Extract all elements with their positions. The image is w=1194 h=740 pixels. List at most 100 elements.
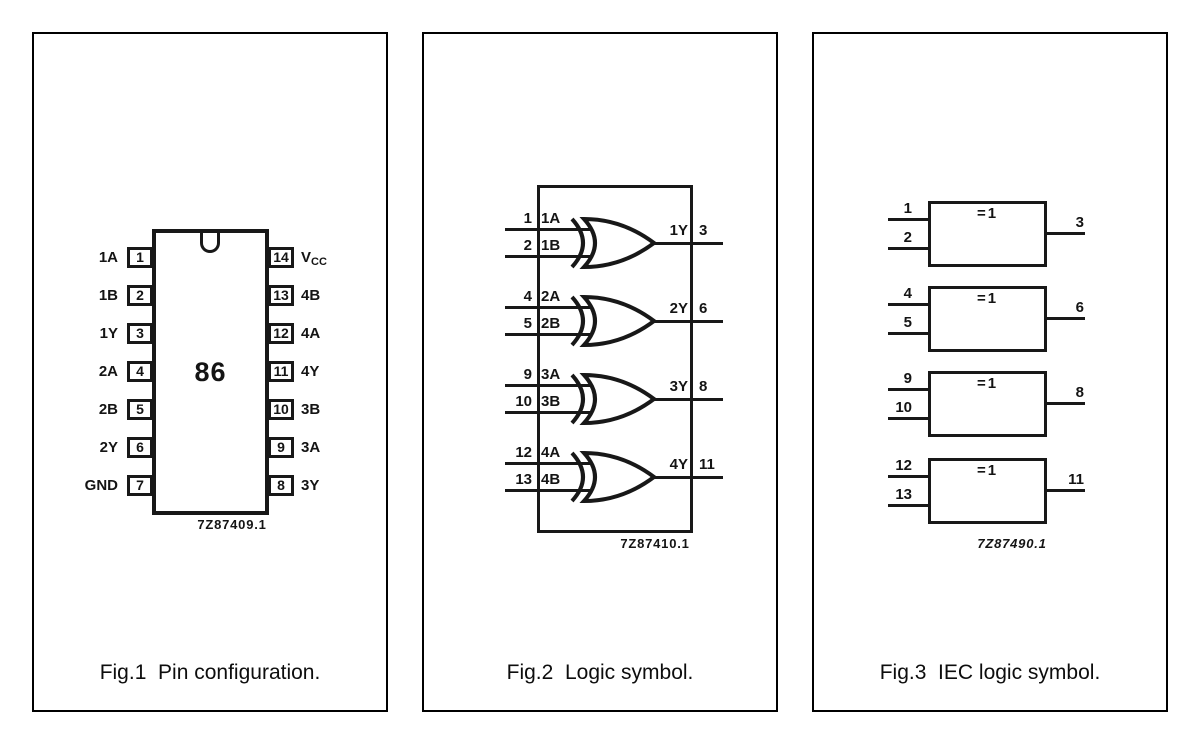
input-pin-number: 4 — [523, 288, 532, 305]
input-pin-number: 13 — [895, 486, 912, 503]
pin-box: 7 — [127, 475, 153, 496]
iec-block-label: =1 — [976, 205, 999, 222]
xor-gate-icon — [570, 295, 658, 347]
iec-block — [928, 201, 1047, 267]
pin-box: 13 — [268, 285, 294, 306]
input-pin-number: 9 — [903, 370, 912, 387]
input-signal-label: 1A — [541, 210, 561, 227]
pin-label: 1Y — [99, 325, 118, 342]
output-line — [652, 476, 723, 479]
input-line — [888, 475, 928, 478]
iec-block — [928, 286, 1047, 352]
pin-label: 1B — [98, 287, 118, 304]
output-signal-label: 2Y — [669, 300, 688, 317]
figure-caption: Fig.2 Logic symbol. — [506, 661, 694, 684]
pin-label: 1A — [98, 249, 118, 266]
output-pin-number: 8 — [1075, 384, 1084, 401]
input-line — [888, 332, 928, 335]
output-line — [652, 320, 723, 323]
input-line — [505, 255, 591, 258]
input-pin-number: 1 — [903, 200, 912, 217]
pin-box: 11 — [268, 361, 294, 382]
pin-box: 1 — [127, 247, 153, 268]
pin-box: 6 — [127, 437, 153, 458]
input-line — [505, 384, 591, 387]
input-pin-number: 5 — [523, 315, 532, 332]
iec-block-label: =1 — [976, 290, 999, 307]
drawing-code: 7Z87410.1 — [620, 536, 690, 551]
vcc-base: V — [301, 249, 312, 266]
input-line — [505, 489, 591, 492]
fig2-panel: 1 1A 2 1B 1Y 3 4 2A 5 2B 2Y 6 9 3A 10 3B — [422, 32, 778, 712]
dip-notch-icon — [200, 233, 220, 253]
input-signal-label: 3A — [541, 366, 561, 383]
input-pin-number: 13 — [515, 471, 532, 488]
pin-number: 1 — [136, 249, 144, 265]
input-pin-number: 4 — [903, 285, 912, 302]
iec-block-label: =1 — [976, 375, 999, 392]
logic-symbol-outline — [537, 185, 693, 533]
output-signal-label: 1Y — [669, 222, 688, 239]
input-signal-label: 4A — [541, 444, 561, 461]
pin-number: 14 — [273, 249, 289, 265]
pin-number: 4 — [136, 363, 144, 379]
figure-caption: Fig.1 Pin configuration. — [99, 661, 321, 684]
input-pin-number: 2 — [523, 237, 532, 254]
drawing-code: 7Z87490.1 — [977, 536, 1047, 551]
pin-label: 2Y — [99, 439, 118, 456]
input-line — [505, 306, 591, 309]
input-line — [888, 504, 928, 507]
xor-gate-icon — [570, 451, 658, 503]
input-line — [505, 228, 591, 231]
input-pin-number: 9 — [523, 366, 532, 383]
pin-label: 3Y — [301, 477, 320, 494]
pin-box: 2 — [127, 285, 153, 306]
chip-label: 86 — [194, 357, 227, 387]
pin-label: 3B — [301, 401, 321, 418]
pin-label: 4B — [301, 287, 321, 304]
pin-number: 13 — [273, 287, 289, 303]
pin-label: 2A — [98, 363, 118, 380]
xor-gate-icon — [570, 217, 658, 269]
output-pin-number: 11 — [699, 456, 715, 473]
pin-box: 3 — [127, 323, 153, 344]
pin-number: 5 — [136, 401, 144, 417]
pin-number: 2 — [136, 287, 144, 303]
dip-package-body — [152, 229, 269, 515]
pin-label: GND — [84, 477, 118, 494]
pin-box: 5 — [127, 399, 153, 420]
pin-box: 14 — [268, 247, 294, 268]
pin-label: 3A — [301, 439, 321, 456]
pin-label: 4Y — [301, 363, 320, 380]
pin-label: 2B — [98, 401, 118, 418]
output-line — [1045, 402, 1085, 405]
output-pin-number: 3 — [1075, 214, 1084, 231]
output-signal-label: 3Y — [669, 378, 688, 395]
input-pin-number: 10 — [515, 393, 532, 410]
input-pin-number: 2 — [903, 229, 912, 246]
drawing-code: 7Z87409.1 — [197, 517, 267, 532]
output-pin-number: 6 — [1075, 299, 1084, 316]
xor-gate-icon — [570, 373, 658, 425]
output-line — [1045, 232, 1085, 235]
fig1-panel: 86 1A 1 1B 2 1Y 3 2A 4 2B 5 2Y 6 GND 7 1… — [32, 32, 388, 712]
input-line — [888, 303, 928, 306]
output-signal-label: 4Y — [669, 456, 688, 473]
pin-number: 10 — [273, 401, 289, 417]
pin-number: 12 — [273, 325, 289, 341]
input-signal-label: 3B — [541, 393, 561, 410]
output-line — [1045, 317, 1085, 320]
pin-box: 8 — [268, 475, 294, 496]
pin-box: 4 — [127, 361, 153, 382]
input-signal-label: 1B — [541, 237, 561, 254]
input-signal-label: 2B — [541, 315, 561, 332]
input-pin-number: 12 — [515, 444, 532, 461]
input-pin-number: 10 — [895, 399, 912, 416]
vcc-subscript: CC — [311, 256, 327, 268]
input-line — [888, 247, 928, 250]
output-line — [652, 398, 723, 401]
output-pin-number: 8 — [699, 378, 708, 395]
pin-box: 12 — [268, 323, 294, 344]
pin-number: 7 — [136, 477, 144, 493]
